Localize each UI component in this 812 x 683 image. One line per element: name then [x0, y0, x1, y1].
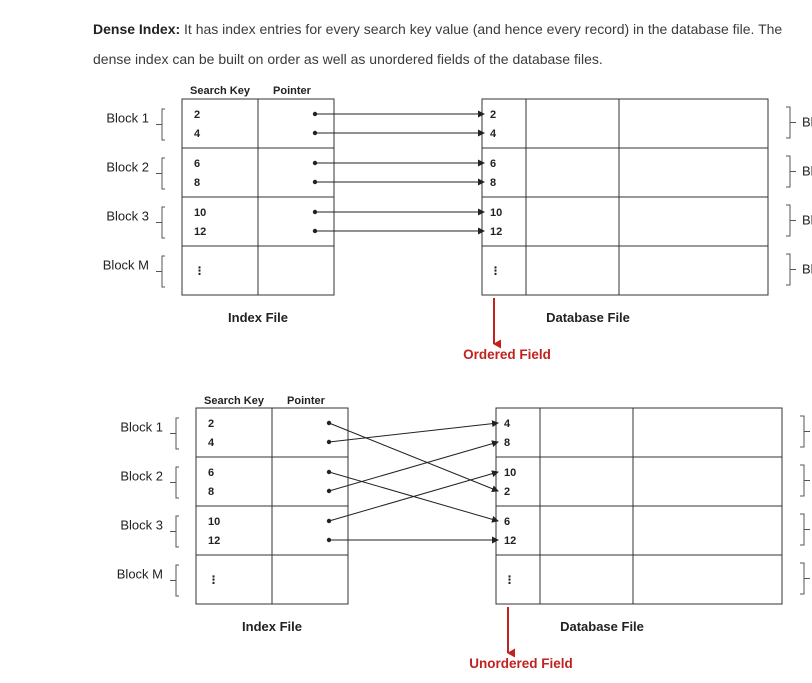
index-block-label: Block 3 [106, 209, 149, 224]
index-key: 6 [194, 158, 200, 170]
db-block-bracket [800, 562, 810, 595]
index-block-bracket [170, 466, 179, 499]
db-block-bracket [786, 253, 796, 286]
intro-paragraph: Dense Index: It has index entries for ev… [93, 14, 805, 74]
database-file-label: Database File [546, 310, 630, 325]
index-block-label: Block 1 [106, 111, 149, 126]
index-key: 2 [208, 418, 214, 430]
db-block-bracket [800, 513, 810, 546]
index-block-bracket [156, 255, 165, 288]
index-block-bracket [156, 206, 165, 239]
db-key: 2 [504, 486, 510, 498]
index-block-bracket [156, 157, 165, 190]
index-key: 8 [208, 486, 214, 498]
index-key: 4 [208, 437, 215, 449]
index-block-label: Block 1 [120, 420, 163, 435]
db-block-bracket [786, 155, 796, 188]
db-block-label: Block 3 [802, 213, 812, 228]
index-block-label: Block M [103, 258, 149, 273]
db-key: ⋮ [504, 575, 515, 587]
db-key: 12 [504, 535, 516, 547]
db-key: 8 [490, 177, 496, 189]
db-key: 10 [490, 207, 502, 219]
db-block-label: Block 2 [802, 164, 812, 179]
index-block-label: Block M [117, 567, 163, 582]
pointer-header: Pointer [287, 395, 326, 407]
index-key: 8 [194, 177, 200, 189]
search-key-header: Search Key [190, 85, 251, 97]
db-block-label: Block 1 [802, 115, 812, 130]
index-block-bracket [170, 515, 179, 548]
index-block-label: Block 2 [106, 160, 149, 175]
db-block-bracket [786, 204, 796, 237]
index-block-label: Block 3 [120, 518, 163, 533]
db-key: 4 [490, 128, 497, 140]
index-block-label: Block 2 [120, 469, 163, 484]
pointer-arrow [328, 470, 499, 522]
db-block-bracket [800, 415, 810, 448]
index-block-bracket [170, 564, 179, 597]
db-key: 8 [504, 437, 510, 449]
intro-term: Dense Index: [93, 21, 181, 37]
database-file-label: Database File [560, 619, 644, 634]
db-key: 12 [490, 226, 502, 238]
index-key: 12 [208, 535, 220, 547]
pointer-header: Pointer [273, 85, 312, 97]
index-key: ⋮ [194, 266, 205, 278]
index-key: 4 [194, 128, 201, 140]
intro-text: It has index entries for every search ke… [93, 21, 783, 67]
field-label: Unordered Field [469, 656, 573, 671]
index-key: 10 [194, 207, 206, 219]
db-block-label: Block N [802, 262, 812, 277]
index-block-bracket [170, 417, 179, 450]
pointer-arrow [328, 422, 499, 493]
index-file-label: Index File [242, 619, 302, 634]
db-key: ⋮ [490, 266, 501, 278]
index-key: 10 [208, 516, 220, 528]
db-key: 2 [490, 109, 496, 121]
db-block-bracket [800, 464, 810, 497]
index-key: 2 [194, 109, 200, 121]
db-key: 6 [490, 158, 496, 170]
index-file-label: Index File [228, 310, 288, 325]
pointer-arrow [328, 420, 499, 443]
db-key: 4 [504, 418, 511, 430]
index-key: ⋮ [208, 575, 219, 587]
index-key: 12 [194, 226, 206, 238]
pointer-arrow [328, 440, 499, 492]
field-label: Ordered Field [463, 347, 551, 362]
db-key: 10 [504, 467, 516, 479]
search-key-header: Search Key [204, 395, 265, 407]
index-block-bracket [156, 108, 165, 141]
index-key: 6 [208, 467, 214, 479]
db-block-bracket [786, 106, 796, 139]
db-key: 6 [504, 516, 510, 528]
